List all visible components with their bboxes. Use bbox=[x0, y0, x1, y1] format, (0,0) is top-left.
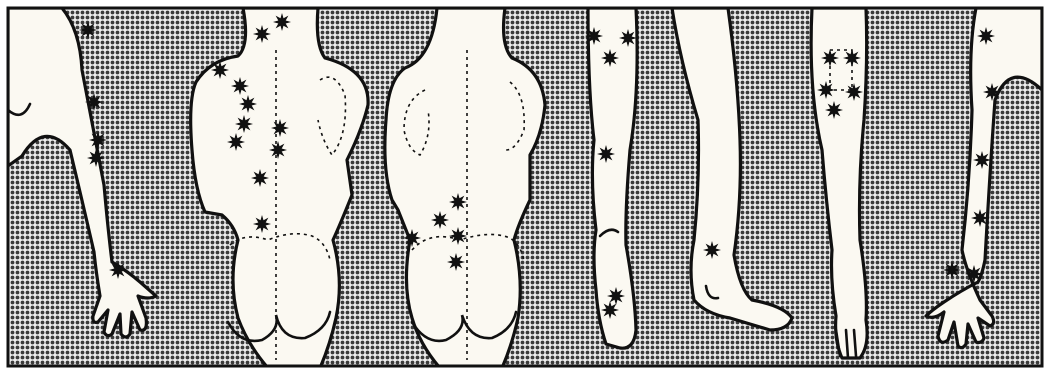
starburst-icon bbox=[85, 93, 103, 111]
starburst-icon bbox=[973, 151, 991, 169]
starburst-icon bbox=[983, 83, 1001, 101]
starburst-icon bbox=[843, 49, 861, 67]
starburst-icon bbox=[273, 13, 291, 31]
starburst-icon bbox=[619, 29, 637, 47]
starburst-icon bbox=[825, 101, 843, 119]
starburst-icon bbox=[597, 145, 615, 163]
starburst-icon bbox=[227, 133, 245, 151]
starburst-icon bbox=[211, 61, 229, 79]
starburst-icon bbox=[403, 229, 421, 247]
starburst-icon bbox=[977, 27, 995, 45]
starburst-icon bbox=[943, 261, 961, 279]
starburst-icon bbox=[89, 131, 107, 149]
starburst-icon bbox=[251, 169, 269, 187]
starburst-icon bbox=[585, 27, 603, 45]
starburst-icon bbox=[271, 119, 289, 137]
starburst-icon bbox=[449, 193, 467, 211]
starburst-icon bbox=[87, 149, 105, 167]
starburst-icon bbox=[109, 261, 127, 279]
starburst-icon bbox=[845, 83, 863, 101]
starburst-icon bbox=[231, 77, 249, 95]
starburst-icon bbox=[239, 95, 257, 113]
starburst-icon bbox=[965, 265, 983, 283]
starburst-icon bbox=[821, 49, 839, 67]
starburst-icon bbox=[269, 141, 287, 159]
starburst-icon bbox=[601, 301, 619, 319]
starburst-icon bbox=[431, 211, 449, 229]
starburst-icon bbox=[601, 49, 619, 67]
starburst-icon bbox=[447, 253, 465, 271]
starburst-icon bbox=[253, 215, 271, 233]
starburst-icon bbox=[79, 21, 97, 39]
starburst-icon bbox=[703, 241, 721, 259]
starburst-icon bbox=[971, 209, 989, 227]
starburst-icon bbox=[449, 227, 467, 245]
starburst-icon bbox=[235, 115, 253, 133]
starburst-icon bbox=[817, 81, 835, 99]
starburst-icon bbox=[253, 25, 271, 43]
